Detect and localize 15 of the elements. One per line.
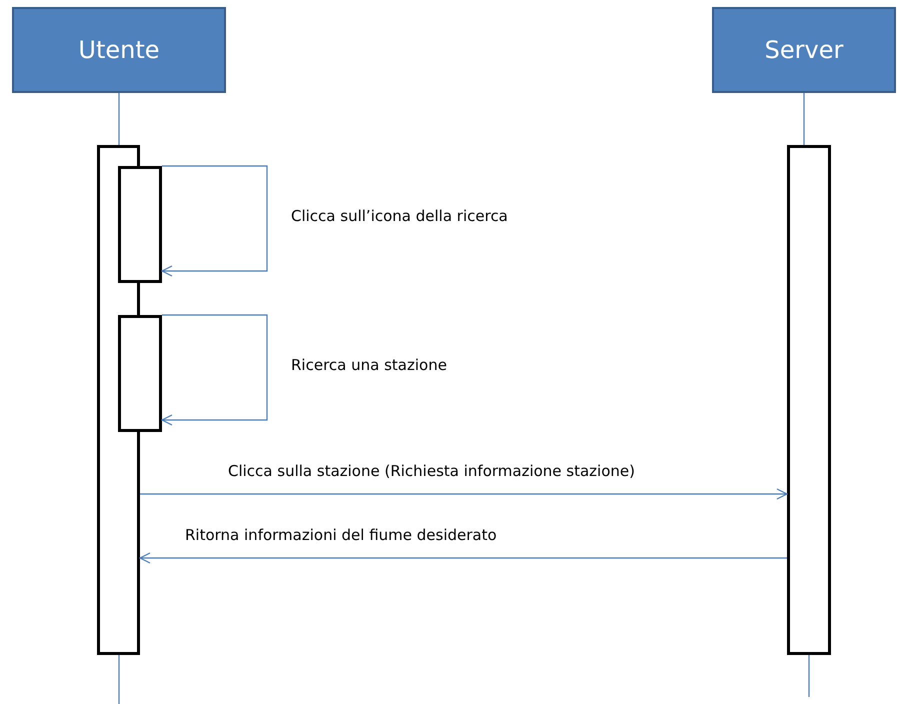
activation-bar — [787, 145, 831, 655]
edge-label: Clicca sulla stazione (Richiesta informazione stazione) — [228, 462, 635, 480]
self-message-arrow — [161, 165, 268, 277]
activation-bar — [118, 315, 162, 432]
edge-label: Ritorna informazioni del fiume desiderato — [185, 526, 497, 544]
self-message-arrow — [161, 314, 268, 426]
activation-bar — [118, 166, 162, 283]
lifeline-header: Utente — [12, 7, 226, 93]
message-arrow — [139, 552, 787, 564]
lifeline — [118, 93, 120, 145]
edge-label: Clicca sull’icona della ricerca — [291, 207, 508, 225]
edge-label: Ricerca una stazione — [291, 356, 447, 374]
message-arrow — [140, 488, 788, 500]
lifeline — [803, 93, 805, 145]
lifeline-header: Server — [712, 7, 896, 93]
